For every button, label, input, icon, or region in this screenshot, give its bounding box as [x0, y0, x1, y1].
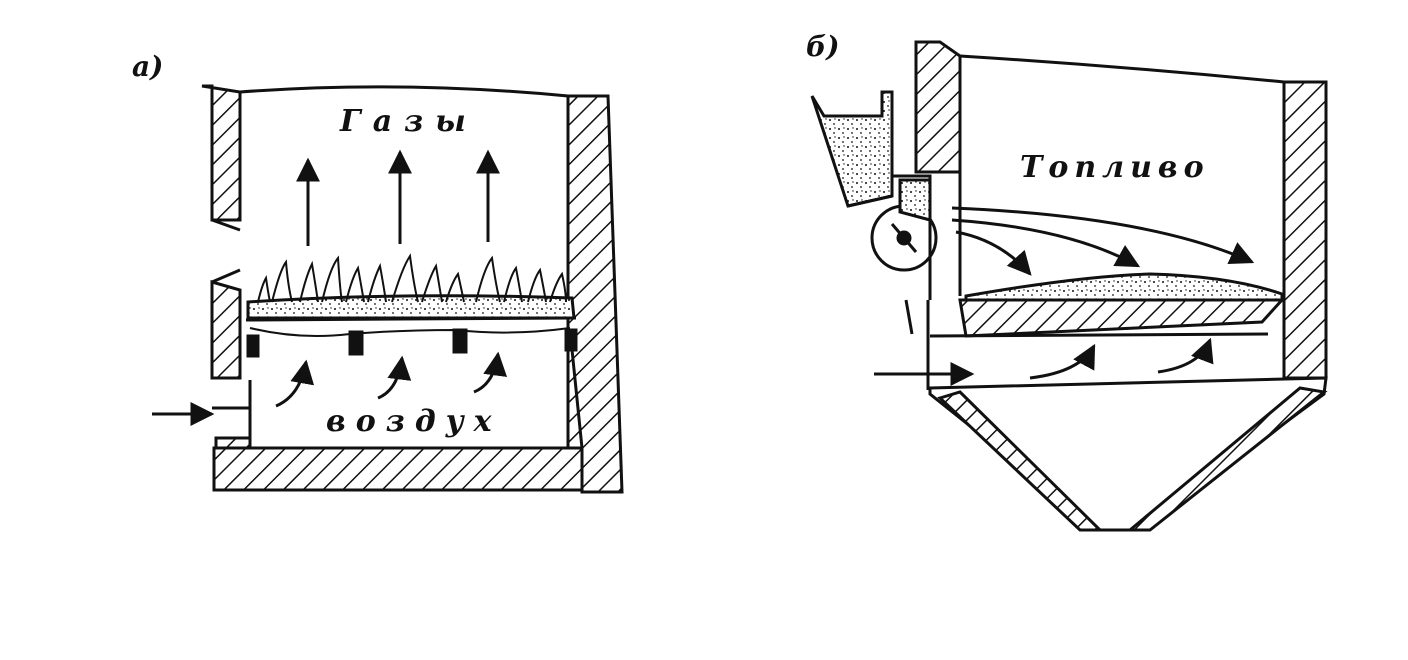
- fuel-arrow-1: [951, 206, 1255, 265]
- bottom-wall: [212, 446, 584, 492]
- grate-bar-3: [452, 328, 468, 354]
- grate-bar-1: [246, 334, 260, 358]
- grate-b: [958, 298, 1286, 338]
- grate-curves: [249, 327, 571, 337]
- fuel-arrow-2: [951, 218, 1141, 268]
- panel-a-furnace: [152, 84, 624, 494]
- panel-a-label: а): [132, 50, 164, 83]
- fuel-layer: [246, 294, 576, 320]
- gases-label: Газы: [340, 104, 478, 139]
- ash-hopper: [928, 376, 1328, 532]
- air-arrow-b1: [1029, 343, 1096, 380]
- left-wall-middle: [210, 280, 242, 380]
- air-arrow-2: [377, 355, 412, 400]
- right-wall: [566, 94, 624, 494]
- right-wall-b: [1282, 80, 1328, 380]
- air-arrow-b2: [1157, 337, 1214, 374]
- fuel-label: Топливо: [1020, 150, 1210, 185]
- grate-bar-4: [564, 328, 578, 352]
- fuel-arrow-3: [955, 230, 1032, 276]
- front-wall: [914, 40, 962, 174]
- panel-b-label: б): [806, 30, 840, 63]
- air-label: воздух: [326, 404, 502, 439]
- panel-b-furnace: [810, 40, 1328, 532]
- fuel-hopper: [810, 90, 894, 208]
- chamber-top: [959, 54, 1285, 84]
- grate-bar-2: [348, 330, 364, 356]
- fuel-bed: [964, 272, 1284, 302]
- flames: [257, 253, 567, 303]
- air-arrow-1: [275, 359, 315, 408]
- air-arrow-3: [473, 351, 508, 394]
- left-wall-upper: [201, 84, 242, 222]
